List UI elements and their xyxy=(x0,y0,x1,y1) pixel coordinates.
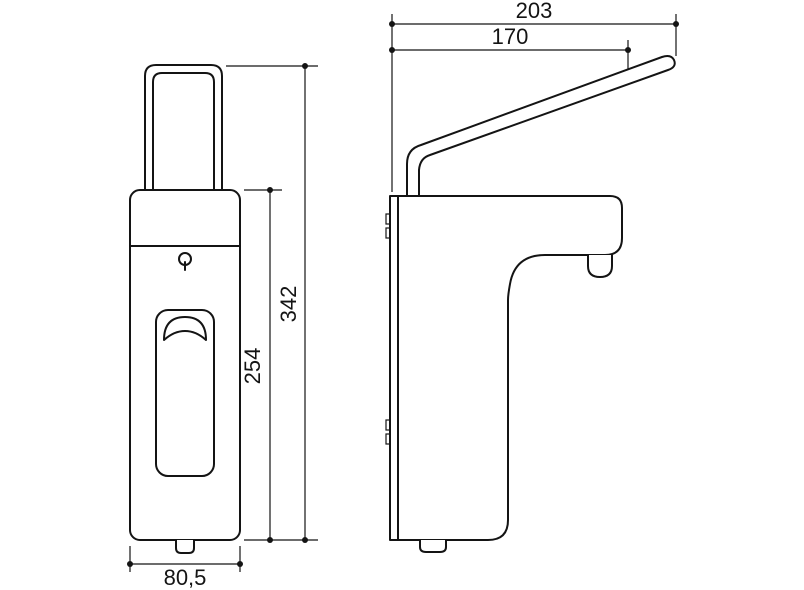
dimension-dot xyxy=(127,561,133,567)
dimension-label-total-height: 342 xyxy=(276,286,301,323)
dispenser-body-profile xyxy=(397,195,623,541)
dimension-label-total-depth: 203 xyxy=(516,0,553,23)
dimension-dot xyxy=(389,21,395,27)
sight-window-frame xyxy=(155,309,215,477)
dimension-dot xyxy=(389,47,395,53)
dimension-width: 80,5 xyxy=(127,546,243,590)
dimension-body-height: 254 xyxy=(240,187,318,543)
dimension-dot xyxy=(267,187,273,193)
lever-arm xyxy=(144,64,223,193)
dimension-total-depth: 203 xyxy=(389,0,679,192)
side-view: 203 170 xyxy=(385,0,679,553)
wall-plate xyxy=(389,195,399,541)
fill-level-indicator xyxy=(163,316,207,341)
dimension-dot xyxy=(625,47,631,53)
dimension-dot xyxy=(237,561,243,567)
bottom-foot xyxy=(419,539,447,553)
spout-nozzle-front xyxy=(175,539,195,554)
spout-nozzle-side xyxy=(587,254,613,278)
mounting-tab xyxy=(385,419,391,431)
dimension-dot xyxy=(267,537,273,543)
dimension-total-height: 342 xyxy=(226,63,318,543)
lever-inner-edge xyxy=(152,72,215,193)
dimension-label-width: 80,5 xyxy=(164,565,207,590)
dimension-label-lever-depth: 170 xyxy=(492,24,529,49)
dimension-lever-depth: 170 xyxy=(389,24,631,70)
sight-window xyxy=(155,309,215,477)
dimension-label-body-height: 254 xyxy=(240,348,265,385)
dimension-dot xyxy=(302,537,308,543)
lever-arm-side xyxy=(406,55,676,197)
dimension-dot xyxy=(673,21,679,27)
mounting-tab xyxy=(385,213,391,225)
mounting-tabs xyxy=(385,213,391,445)
mounting-tab xyxy=(385,227,391,239)
mounting-tab xyxy=(385,433,391,445)
lever-outer-edge xyxy=(144,64,223,193)
front-view: 80,5 254 342 xyxy=(127,63,318,590)
lock-icon xyxy=(178,252,192,271)
dimension-dot xyxy=(302,63,308,69)
